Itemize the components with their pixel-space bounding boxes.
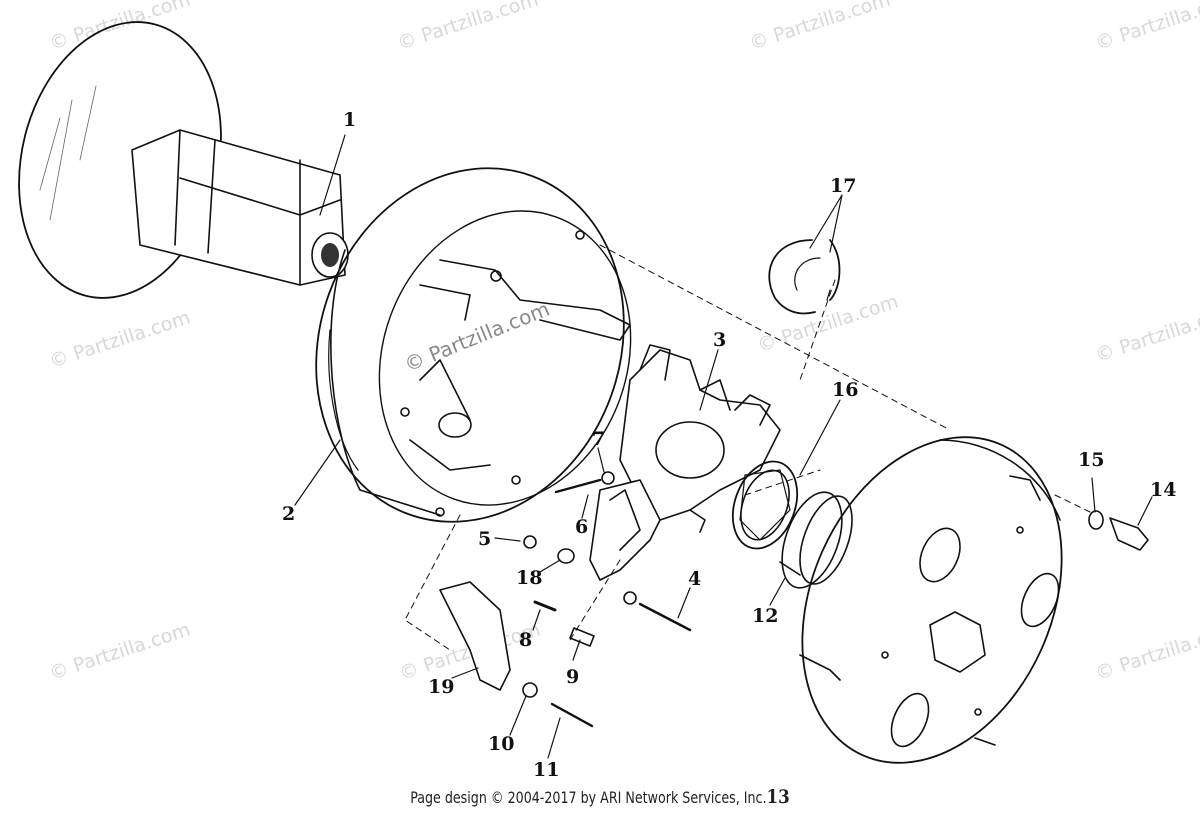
callout-2: 2	[282, 503, 295, 525]
callout-13: 13	[766, 786, 790, 808]
callout-19: 19	[428, 676, 454, 698]
bolt-11-part	[550, 702, 594, 728]
bracket-19-part	[439, 581, 511, 691]
nut-5-part	[523, 535, 537, 549]
assembly-lines	[404, 244, 1091, 651]
bushing-ring-part	[731, 460, 799, 550]
callout-15: 15	[1078, 449, 1104, 471]
pin-8-part	[533, 600, 557, 612]
watermark-label: © Partzilla.com	[47, 619, 193, 685]
watermark-label: © Partzilla.com	[395, 0, 541, 55]
callout-1: 1	[343, 109, 356, 131]
callout-9: 9	[566, 666, 579, 688]
sleeve-9-part	[569, 627, 595, 647]
clutch-housing-part	[315, 167, 632, 523]
bolt-4-part	[623, 591, 692, 632]
watermark-label: © Partzilla.com	[1093, 301, 1200, 367]
callout-10: 10	[488, 733, 514, 755]
callout-6: 6	[575, 516, 588, 538]
callout-18: 18	[516, 567, 542, 589]
callout-4: 4	[688, 568, 701, 590]
washer-15-part	[1088, 510, 1104, 530]
callout-16: 16	[832, 379, 858, 401]
callout-5: 5	[478, 528, 491, 550]
spider-assembly-part	[589, 344, 781, 581]
bolt-6-part	[554, 478, 602, 494]
part-callouts: 1 2 3 4 5 6 7 8 9 10 11 12 14 15 16 17 1…	[282, 109, 1176, 781]
callout-11: 11	[533, 759, 559, 781]
page-footer: Page design © 2004-2017 by ARI Network S…	[72, 786, 1128, 808]
watermark-label: © Partzilla.com	[1093, 619, 1200, 685]
nut-7-part	[601, 471, 615, 485]
washer-18-part	[557, 548, 575, 564]
watermark-label: © Partzilla.com	[1093, 0, 1200, 55]
washer-10-part	[522, 682, 538, 698]
clutch-drum-part	[799, 436, 1063, 764]
callout-leaders	[294, 134, 1153, 759]
shaft-disc-part	[18, 21, 349, 299]
callout-3: 3	[713, 329, 726, 351]
center-watermark: © Partzilla.com	[401, 297, 553, 377]
watermark-label: © Partzilla.com	[47, 0, 193, 55]
snap-ring-part	[768, 239, 841, 315]
callout-14: 14	[1150, 479, 1176, 501]
bolt-14-part	[1109, 517, 1149, 551]
copyright-credit: Page design © 2004-2017 by ARI Network S…	[410, 788, 767, 807]
callout-17: 17	[830, 175, 856, 197]
callout-12: 12	[752, 605, 778, 627]
watermark-label: © Partzilla.com	[47, 307, 193, 373]
callout-7: 7	[592, 428, 605, 450]
watermark-label: © Partzilla.com	[747, 0, 893, 55]
callout-8: 8	[519, 629, 532, 651]
